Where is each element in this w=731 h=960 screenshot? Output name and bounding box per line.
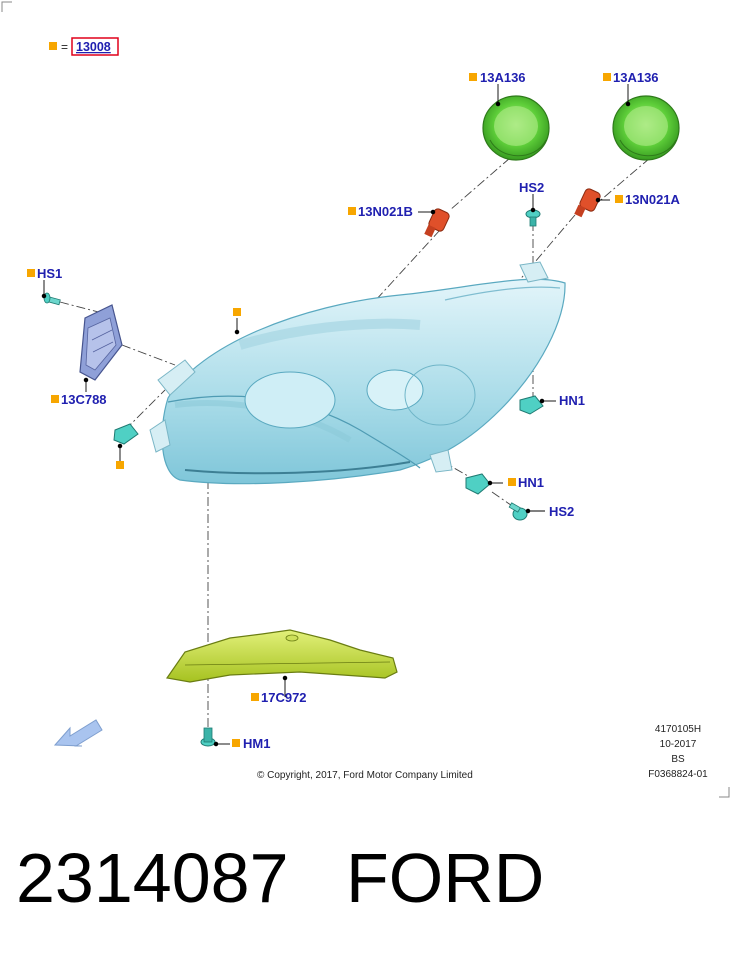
label-13n021a[interactable]: 13N021A [625,192,681,207]
label-hn1-right[interactable]: HN1 [559,393,585,408]
label-13a136-left[interactable]: 13A136 [480,70,526,85]
nut-hn1-low [465,473,491,495]
bracket-17c972 [165,629,398,683]
legend-equals: = [61,40,68,54]
nut-hn1-right [519,395,544,415]
dust-cap-right [612,95,680,161]
ref-date: 10-2017 [660,739,697,750]
label-17c972[interactable]: 17C972 [261,690,307,705]
screw-hs2-low [508,502,528,521]
dust-cap-left [482,95,550,161]
ref-code-2: BS [671,754,685,765]
ref-code-1: 4170105H [655,724,701,735]
direction-arrow-icon [53,719,103,747]
bulb-13n021b [424,208,450,238]
ballast-module-13c788 [79,304,123,381]
headlamp-exploded-diagram: = 13008 [1,1,730,798]
legend-code-box [71,37,119,56]
legend-code[interactable]: 13008 [76,40,111,54]
label-hm1[interactable]: HM1 [243,736,270,751]
part-number: 2314087 [16,839,289,917]
label-hs1[interactable]: HS1 [37,266,62,281]
label-13c788[interactable]: 13C788 [61,392,107,407]
label-hs2-low[interactable]: HS2 [549,504,574,519]
lamp-housing [161,278,566,485]
screw-hs1 [43,292,61,306]
bulb-13n021a [574,188,601,218]
callout-leaders [41,84,631,747]
screw-hs2-top [525,209,541,227]
label-hs2-top[interactable]: HS2 [519,180,544,195]
ref-code-3: F0368824-01 [648,769,708,780]
brand-name: FORD [346,839,545,917]
corner-mark-bottom-right [719,787,730,798]
legend: = 13008 [49,37,119,56]
label-hn1-low[interactable]: HN1 [518,475,544,490]
label-13n021b[interactable]: 13N021B [358,204,413,219]
clip-left [113,423,139,445]
low-beam-lens [244,371,336,429]
headlamp-assembly [149,261,566,485]
callout-squares [27,73,623,747]
corner-mark-top-left [1,1,12,12]
projector-lens [366,369,424,411]
label-13a136-right[interactable]: 13A136 [613,70,659,85]
copyright-text: © Copyright, 2017, Ford Motor Company Li… [257,770,473,781]
legend-callout-square [49,42,57,50]
screw-hm1 [200,727,216,747]
